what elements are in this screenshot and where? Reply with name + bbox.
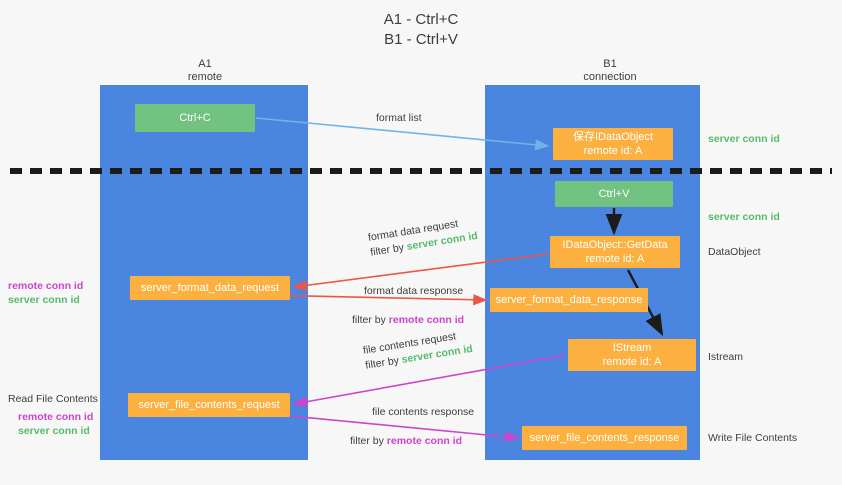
edge-label-format-data-response-line2: filter by remote conn id (352, 313, 464, 328)
filter-by-prefix: filter by (352, 314, 389, 326)
node-server-file-contents-request-label: server_file_contents_request (138, 399, 280, 411)
lane-header-a1: A1 remote (130, 58, 280, 84)
edge-label-file-contents-response: file contents response filter by remote … (350, 405, 474, 449)
node-server-format-data-request-label: server_format_data_request (140, 282, 280, 294)
lane-header-a1-name: A1 (198, 58, 212, 70)
edge-label-format-list: format list (376, 111, 422, 126)
phase-divider (10, 168, 832, 174)
node-istream-sub: remote id: A (602, 356, 662, 368)
annotation-server-conn-id: server conn id (18, 425, 90, 437)
lane-header-b1-role: connection (583, 71, 637, 83)
node-save-idataobject-sub: remote id: A (583, 145, 643, 157)
node-server-format-data-request[interactable]: server_format_data_request (130, 276, 290, 300)
node-ctrl-c-label: Ctrl+C (179, 112, 211, 124)
annotation-conn-ids-lower: remote conn id server conn id (18, 410, 93, 438)
node-ctrl-c[interactable]: Ctrl+C (135, 104, 255, 132)
title-line-1: A1 - Ctrl+C (383, 11, 459, 28)
edge-label-format-data-request: format data request filter by server con… (367, 214, 479, 261)
title-line-2: B1 - Ctrl+V (384, 31, 458, 48)
annotation-remote-conn-id: remote conn id (18, 411, 94, 423)
annotation-remote-conn-id: remote conn id (8, 280, 84, 292)
node-istream-label: IStream (612, 342, 652, 354)
node-save-idataobject-label: 保存IDataObject (572, 131, 654, 143)
annotation-server-conn-id-mid: server conn id (708, 211, 780, 223)
node-server-file-contents-response-label: server_file_contents_response (529, 432, 680, 444)
annotation-server-conn-id-top: server conn id (708, 133, 780, 145)
lane-header-a1-role: remote (187, 71, 223, 83)
node-idataobject-getdata[interactable]: IDataObject::GetData remote id: A (550, 236, 680, 268)
edge-label-format-list-line1: format list (376, 112, 422, 124)
node-ctrl-v-label: Ctrl+V (598, 188, 630, 200)
remote-conn-id-token: remote conn id (388, 314, 465, 326)
node-server-file-contents-response[interactable]: server_file_contents_response (522, 426, 687, 450)
node-server-format-data-response[interactable]: server_format_data_response (490, 288, 648, 312)
node-getdata-sub: remote id: A (585, 253, 645, 265)
edge-label-file-contents-response-line1: file contents response (372, 406, 475, 418)
edge-label-file-contents-response-line2: filter by remote conn id (350, 434, 474, 449)
node-ctrl-v[interactable]: Ctrl+V (555, 181, 673, 207)
edge-label-format-data-response-line1: format data response (364, 285, 464, 297)
filter-by-prefix: filter by (350, 435, 387, 447)
annotation-read-file-contents: Read File Contents (8, 393, 98, 405)
edge-label-file-contents-request: file contents request filter by server c… (362, 327, 474, 374)
annotation-dataobject: DataObject (708, 246, 761, 258)
node-istream[interactable]: IStream remote id: A (568, 339, 696, 371)
page-title: A1 - Ctrl+C B1 - Ctrl+V (0, 10, 842, 50)
remote-conn-id-token: remote conn id (386, 435, 463, 447)
lane-header-b1: B1 connection (530, 58, 690, 84)
node-save-idataobject[interactable]: 保存IDataObject remote id: A (553, 128, 673, 160)
node-server-file-contents-request[interactable]: server_file_contents_request (128, 393, 290, 417)
lane-header-b1-name: B1 (603, 58, 617, 70)
annotation-server-conn-id: server conn id (8, 294, 80, 306)
node-getdata-label: IDataObject::GetData (562, 239, 668, 251)
annotation-write-file-contents: Write File Contents (708, 432, 798, 444)
node-server-format-data-response-label: server_format_data_response (495, 294, 643, 306)
edge-label-format-data-response: format data response filter by remote co… (352, 284, 464, 328)
annotation-istream: Istream (708, 351, 744, 363)
annotation-conn-ids-upper: remote conn id server conn id (8, 279, 83, 307)
